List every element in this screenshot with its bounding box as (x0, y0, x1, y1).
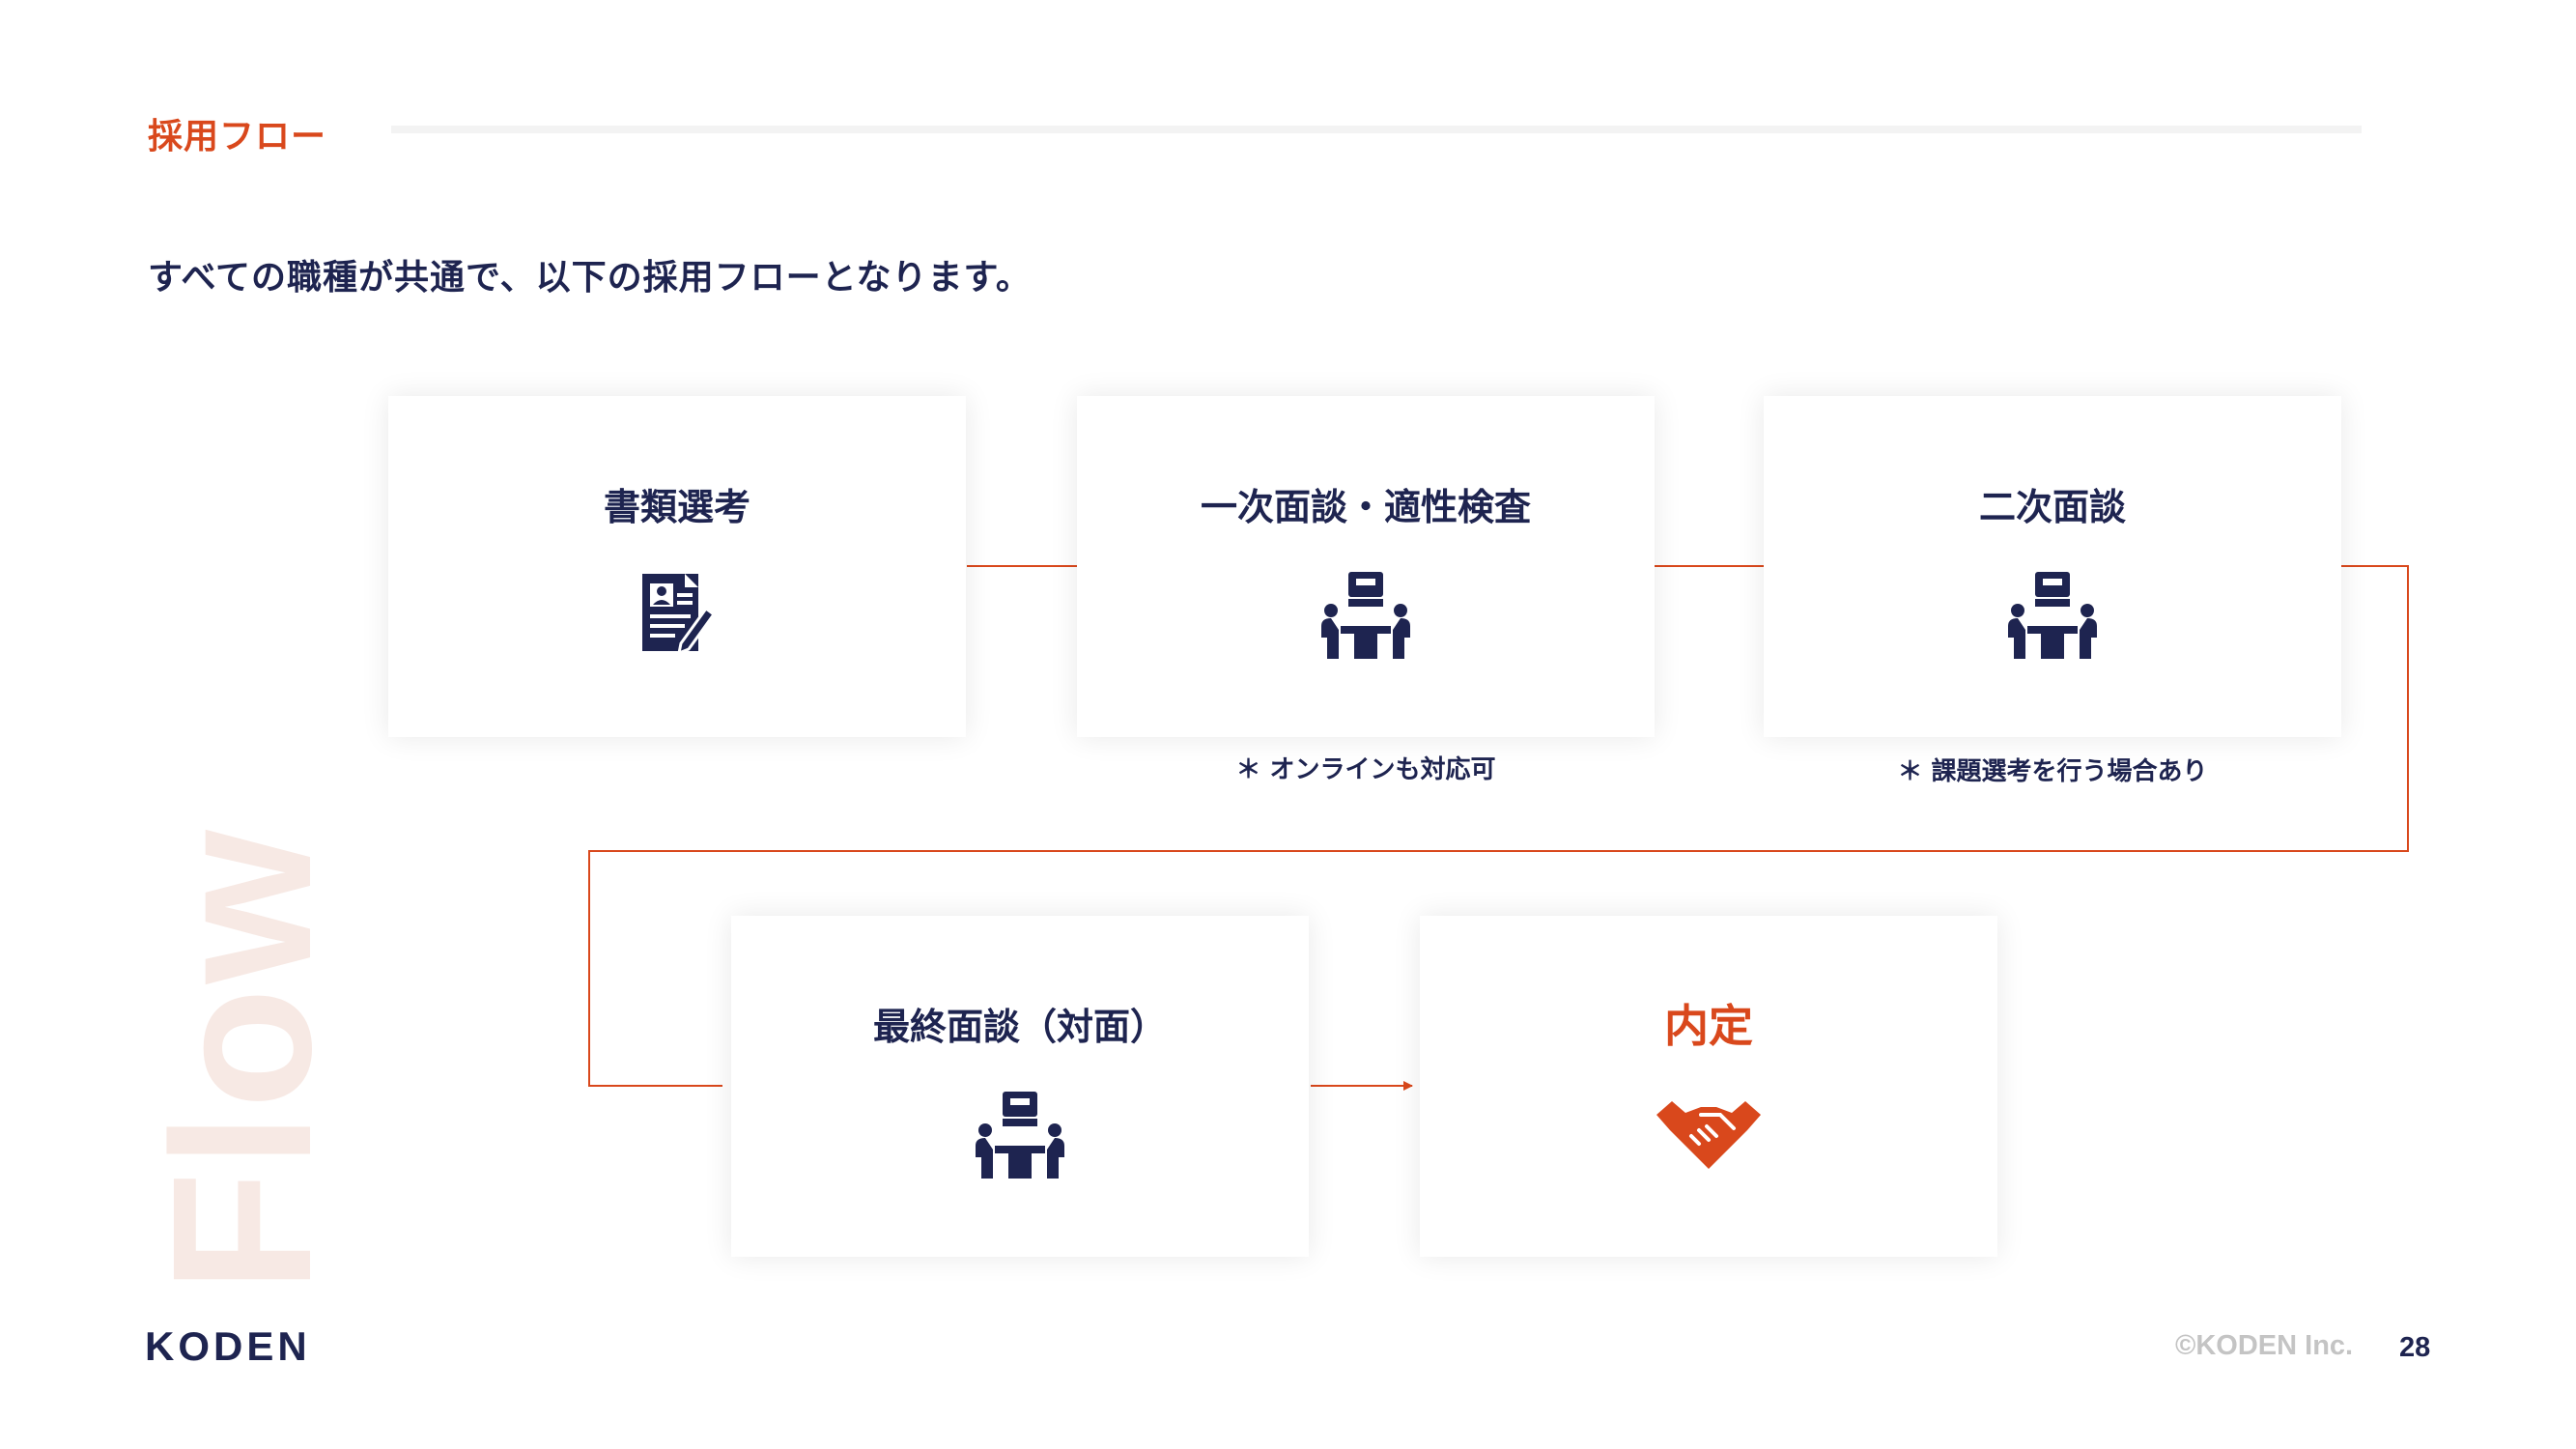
handshake-icon (1656, 1097, 1761, 1175)
step-title: 書類選考 (603, 486, 750, 528)
step-title: 最終面談（対面） (872, 1006, 1167, 1048)
interview-icon (1319, 570, 1412, 667)
connector-3-4 (588, 565, 2409, 1087)
step-note: ＊ オンラインも対応可 (1235, 755, 1496, 784)
page-number: 28 (2399, 1332, 2431, 1363)
koden-logo: KODEN (145, 1323, 311, 1369)
resume-document-icon (638, 570, 717, 659)
step-card-final-interview: 最終面談（対面） (731, 916, 1309, 1257)
step-note: ＊ 課題選考を行う場合あり (1897, 757, 2208, 786)
interview-icon (974, 1090, 1066, 1186)
lead-text: すべての職種が共通で、以下の採用フローとなります。 (148, 258, 1032, 298)
step-title: 二次面談 (1978, 486, 2126, 528)
copyright-text: ©KODEN Inc. (2175, 1330, 2354, 1361)
section-title: 採用フロー (148, 117, 327, 156)
step-title: 内定 (1664, 1000, 1753, 1052)
step-card-document-screening: 書類選考 (388, 396, 966, 737)
step-card-first-interview: 一次面談・適性検査 (1077, 396, 1655, 737)
title-divider (391, 126, 2362, 133)
step-title: 一次面談・適性検査 (1200, 486, 1531, 528)
step-card-job-offer: 内定 (1420, 916, 1997, 1257)
step-card-second-interview: 二次面談 (1764, 396, 2341, 737)
interview-icon (2006, 570, 2099, 667)
